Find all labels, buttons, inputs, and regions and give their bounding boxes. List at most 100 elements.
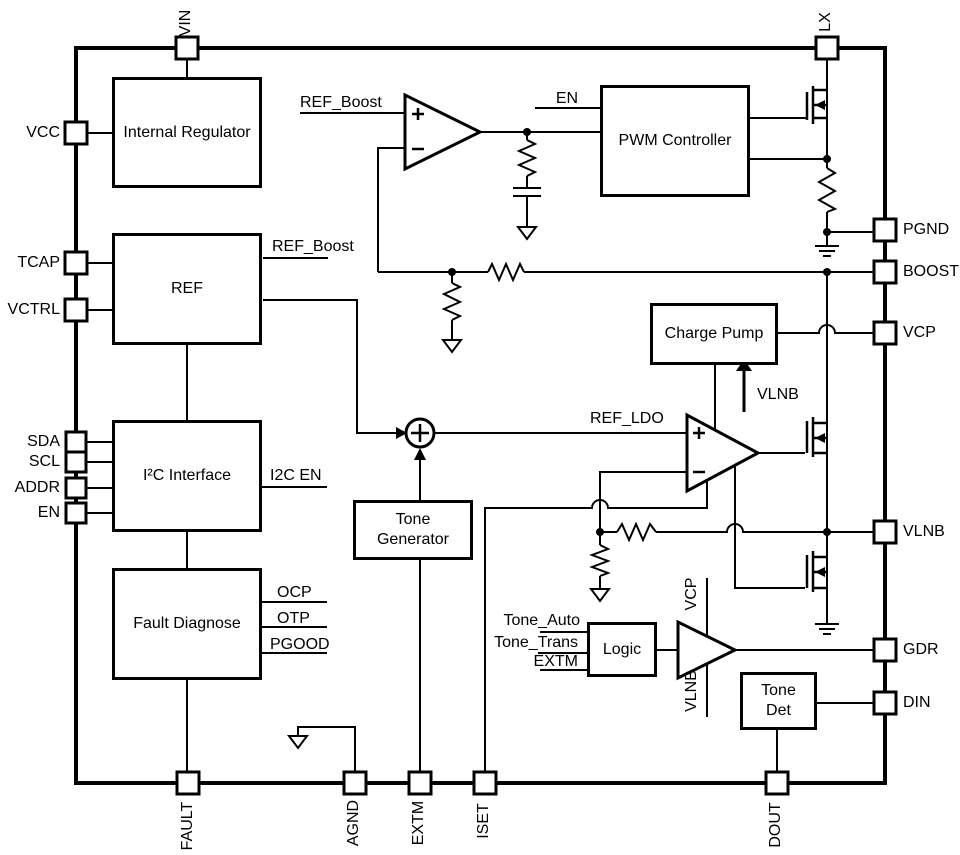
arrow-up-icon [414, 448, 426, 460]
ground-symbols [287, 226, 839, 750]
block-label: Logic [602, 640, 642, 658]
signal-ref-boost-ref: REF_Boost [272, 238, 354, 255]
pin-square-boost [872, 259, 898, 285]
mosfet-pulldown-icon [805, 551, 827, 592]
block-pwm-controller: PWM Controller [600, 85, 750, 197]
junction-dots [448, 128, 831, 536]
pin-label-din: DIN [903, 694, 931, 711]
resistor-vlnb-shunt [589, 544, 611, 577]
pin-square-vcc [63, 120, 89, 146]
pin-label-fault: FAULT [179, 801, 196, 851]
pin-squares [63, 35, 898, 796]
pin-square-tcap [63, 250, 89, 276]
pin-label-vin: VIN [177, 9, 194, 37]
ldo-amp-icon [685, 412, 762, 494]
pin-label-boost: BOOST [903, 263, 960, 280]
block-label: Fault Diagnose [133, 615, 241, 632]
resistor-boost-shunt [441, 282, 463, 321]
block-i2c-interface: I²C Interface [112, 420, 262, 532]
pin-label-lx: LX [817, 12, 834, 32]
arrowheads [396, 359, 752, 460]
pin-label-sda: SDA [27, 433, 60, 450]
block-charge-pump: Charge Pump [650, 303, 778, 365]
pin-square-addr [64, 476, 88, 500]
signal-pgood: PGOOD [270, 636, 330, 653]
pin-label-en: EN [37, 504, 60, 521]
block-label: Internal Regulator [123, 123, 251, 141]
pin-square-iset [472, 770, 498, 796]
signal-ref-boost-amp: REF_Boost [300, 94, 382, 111]
block-internal-regulator: Internal Regulator [112, 77, 262, 188]
error-amp-icon [403, 92, 484, 172]
pin-square-gdr [872, 637, 898, 663]
pin-label-extm: EXTM [410, 800, 427, 846]
signal-en-pwm: EN [555, 90, 579, 107]
pin-square-sda [64, 430, 88, 454]
plus-icon [412, 108, 424, 120]
signal-ocp: OCP [277, 584, 312, 601]
pin-label-vlnb: VLNB [903, 523, 945, 540]
ground-arrow-icon [589, 588, 611, 603]
resistors [441, 139, 838, 577]
wires [87, 58, 874, 772]
mosfet-highside-icon [805, 86, 827, 124]
pin-label-gdr: GDR [903, 641, 939, 658]
pin-label-tcap: TCAP [17, 254, 60, 271]
pin-label-vcp: VCP [903, 324, 936, 341]
block-label: Charge Pump [664, 325, 764, 342]
pin-label-addr: ADDR [14, 479, 60, 496]
block-label: Generator [376, 531, 450, 548]
block-label: PWM Controller [618, 132, 732, 149]
pin-label-pgnd: PGND [903, 221, 950, 238]
signal-i2c-en: I2C EN [270, 467, 322, 484]
pin-label-iset: ISET [475, 803, 492, 839]
ground-icon [815, 623, 839, 635]
ground-icon [815, 245, 839, 257]
pin-square-extm [407, 770, 433, 796]
pin-square-pgnd [872, 217, 898, 243]
block-fault-diagnose: Fault Diagnose [112, 568, 262, 680]
amp-polarity-marks [412, 108, 705, 474]
pin-square-agnd [342, 770, 368, 796]
pin-square-din [872, 690, 898, 716]
pin-square-dout [764, 770, 790, 796]
block-label: REF [171, 280, 203, 297]
signal-vlnb-rail: VLNB [683, 670, 700, 712]
resistor-boost-series [487, 261, 525, 283]
signal-otp: OTP [277, 610, 310, 627]
pin-label-vcc: VCC [26, 124, 60, 141]
pin-square-scl [64, 450, 88, 474]
ground-arrow-icon [516, 226, 538, 241]
plus-icon [693, 427, 705, 439]
arrow-right-icon [396, 427, 407, 439]
block-label: Det [766, 702, 791, 719]
block-logic: Logic [587, 622, 657, 677]
signal-tone-auto: Tone_Auto [503, 612, 580, 629]
ground-arrow-icon [441, 339, 463, 354]
resistor-comp [516, 139, 538, 177]
resistor-vlnb-series [616, 521, 657, 543]
signal-extm-logic: EXTM [533, 653, 578, 670]
ground-arrow-icon [287, 735, 309, 750]
mosfet-linear-icon [805, 417, 827, 457]
capacitor-comp [513, 187, 541, 197]
block-label: Tone [761, 682, 796, 699]
pin-square-vlnb [872, 519, 898, 545]
pin-square-vcp [872, 320, 898, 346]
pin-square-vin [174, 35, 200, 61]
block-ref: REF [112, 233, 262, 345]
block-label: I²C Interface [142, 467, 232, 484]
pin-square-fault [175, 770, 201, 796]
arrow-up-icon [736, 359, 752, 371]
pin-square-en [64, 501, 88, 525]
signal-ref-ldo: REF_LDO [590, 410, 664, 427]
pin-square-lx [814, 35, 840, 61]
signal-vlnb-charge-pump: VLNB [757, 386, 799, 403]
pin-label-vctrl: VCTRL [7, 301, 60, 318]
pin-label-dout: DOUT [767, 802, 784, 848]
pin-label-scl: SCL [28, 453, 60, 470]
resistor-lx-sense [816, 167, 838, 213]
